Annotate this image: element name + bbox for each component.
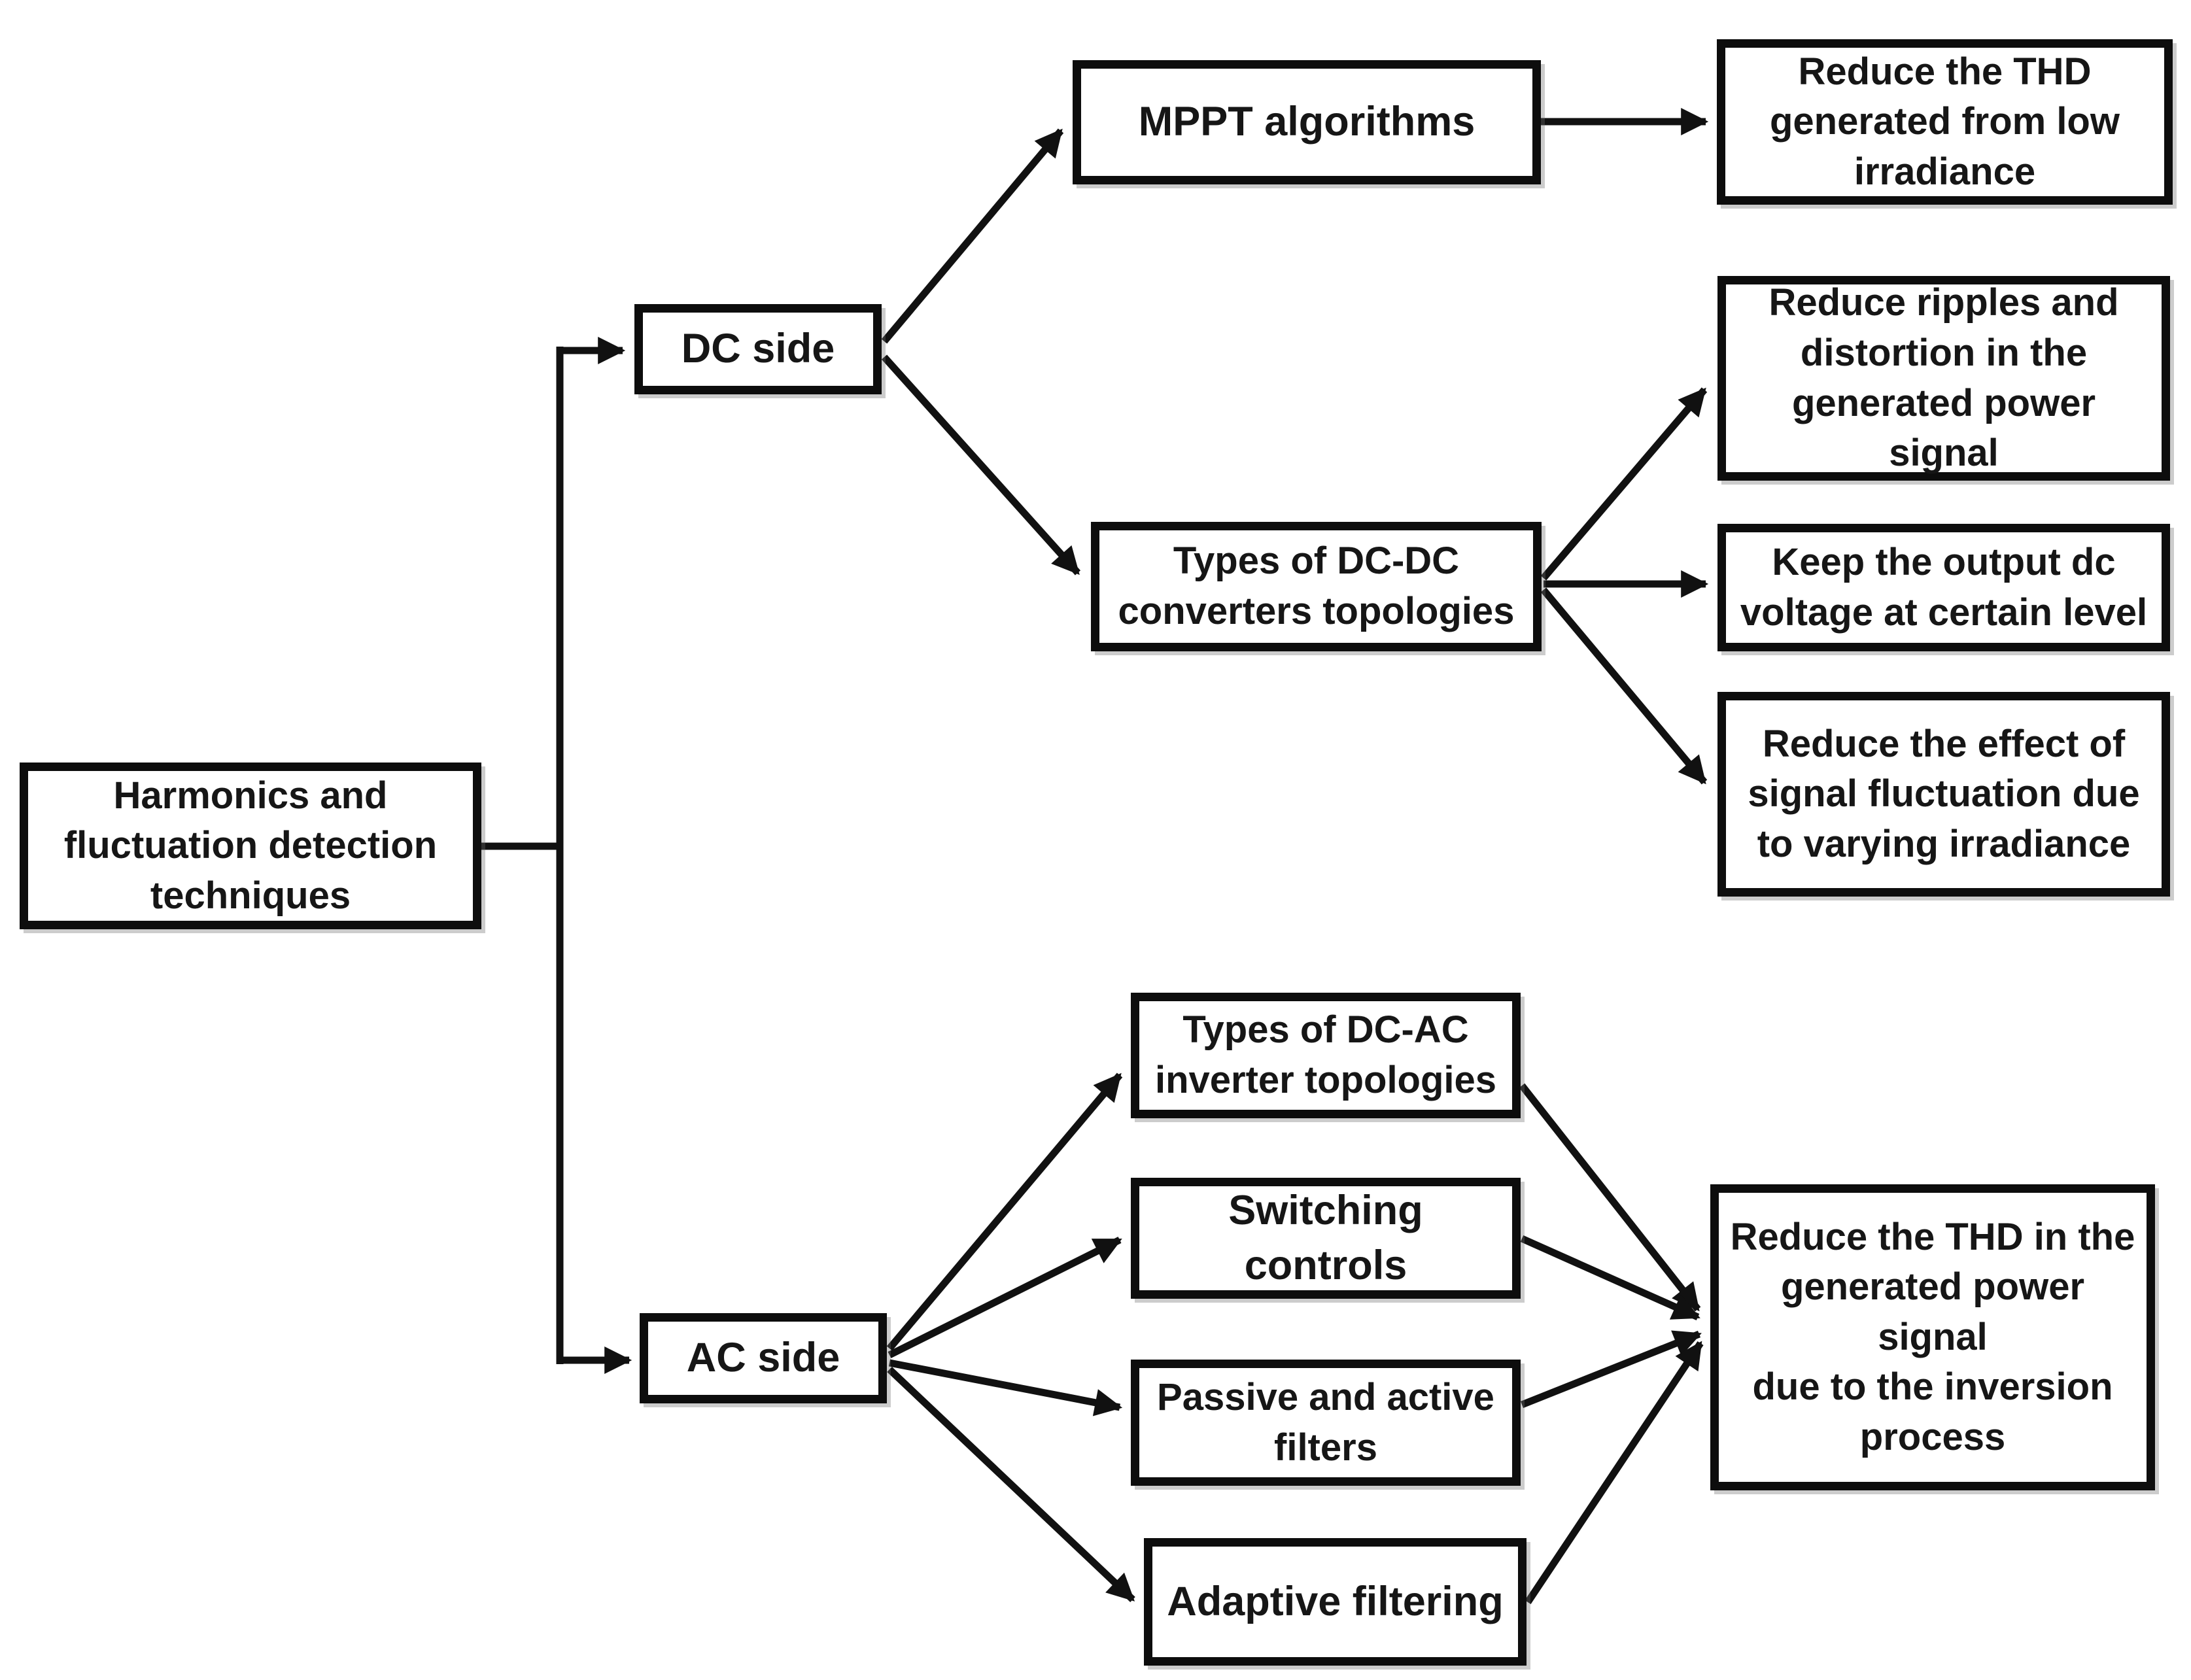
edge-dcdc-ripples: [1540, 387, 1708, 581]
node-mppt-algorithms: MPPT algorithms: [1073, 60, 1541, 184]
node-dc-side: DC side: [634, 304, 882, 394]
node-ac-side-label: AC side: [686, 1335, 840, 1381]
edge-dc-side-dcdc-types: [881, 354, 1081, 575]
node-adaptive-filtering-label: Adaptive filtering: [1167, 1578, 1504, 1624]
node-reduce-thd-low-irradiance: Reduce the THD generated from low irradi…: [1717, 39, 2173, 205]
edge-ac-side-adaptive: [887, 1367, 1135, 1602]
edge-ac-side-dcac-types: [886, 1072, 1123, 1351]
node-passive-active-filters-label: Passive and active filters: [1157, 1375, 1494, 1469]
node-root-label: Harmonics and fluctuation detection tech…: [63, 774, 438, 917]
node-root: Harmonics and fluctuation detection tech…: [20, 763, 481, 929]
edge-ac-side-passive: [888, 1359, 1123, 1416]
edge-adaptive-thd-inv: [1525, 1341, 1704, 1605]
node-dcac-inverter-topologies-label: Types of DC-AC inverter topologies: [1154, 1008, 1497, 1101]
node-ac-side: AC side: [640, 1313, 887, 1403]
node-reduce-ripples-distortion: Reduce ripples and distortion in the gen…: [1717, 276, 2170, 481]
node-reduce-fluctuation-effect-label: Reduce the effect of signal fluctuation …: [1748, 722, 2140, 865]
node-adaptive-filtering: Adaptive filtering: [1144, 1538, 1527, 1666]
edge-dcac-thd-inv: [1519, 1083, 1701, 1312]
node-reduce-ripples-distortion-label: Reduce ripples and distortion in the gen…: [1768, 281, 2119, 475]
node-dc-side-label: DC side: [681, 326, 835, 372]
node-passive-active-filters: Passive and active filters: [1131, 1360, 1521, 1486]
node-reduce-thd-inversion-label: Reduce the THD in the generated power si…: [1730, 1215, 2135, 1458]
edge-dcdc-fluct-eff: [1540, 587, 1708, 785]
node-reduce-thd-low-irradiance-label: Reduce the THD generated from low irradi…: [1770, 50, 2120, 193]
edge-dc-side-mppt: [881, 128, 1064, 344]
edge-ac-side-switching: [888, 1237, 1122, 1358]
edge-passive-thd-inv: [1520, 1330, 1702, 1409]
node-dcdc-converter-topologies-label: Types of DC-DC converters topologies: [1118, 540, 1515, 632]
node-keep-output-dc-voltage-label: Keep the output dc voltage at certain le…: [1740, 540, 2148, 634]
node-reduce-fluctuation-effect: Reduce the effect of signal fluctuation …: [1717, 692, 2170, 897]
node-switching-controls-label: Switching controls: [1228, 1188, 1423, 1288]
node-keep-output-dc-voltage: Keep the output dc voltage at certain le…: [1717, 524, 2170, 651]
node-mppt-algorithms-label: MPPT algorithms: [1138, 99, 1475, 145]
node-dcac-inverter-topologies: Types of DC-AC inverter topologies: [1131, 993, 1521, 1118]
node-reduce-thd-inversion: Reduce the THD in the generated power si…: [1710, 1184, 2155, 1490]
edge-switching-thd-inv: [1520, 1235, 1700, 1321]
node-switching-controls: Switching controls: [1131, 1178, 1521, 1299]
node-dcdc-converter-topologies: Types of DC-DC converters topologies: [1091, 522, 1542, 651]
